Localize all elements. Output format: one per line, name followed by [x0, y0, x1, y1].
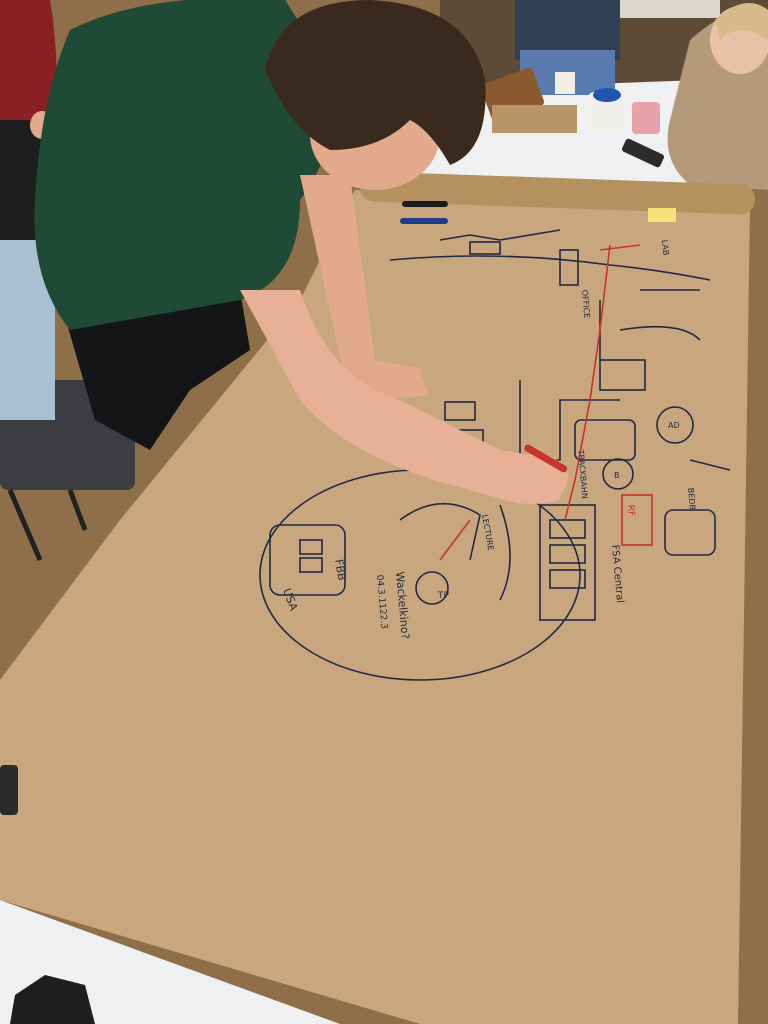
seated-woman — [621, 2, 768, 191]
sketch-text: FBB USA TRACKBAHN FSA Central LECTURE Wa… — [280, 239, 697, 640]
pink-mug — [632, 102, 660, 134]
marker-black — [402, 201, 448, 207]
drawing-man — [34, 0, 568, 504]
radiator — [620, 0, 720, 18]
kraft-paper-sheet — [0, 190, 750, 1024]
label-office: OFFICE — [580, 289, 591, 318]
man-arm-front — [240, 290, 565, 504]
marker-blue — [400, 218, 448, 224]
tin-lid — [593, 88, 621, 102]
label-tp: TP — [437, 591, 449, 601]
man-legs — [60, 290, 250, 450]
sketch-drawing — [259, 229, 731, 681]
tin-can — [588, 92, 626, 134]
label-fbb: FBB — [332, 558, 349, 581]
label-notes: Wackelkino? — [393, 571, 412, 640]
label-numbers: 04.3.1122.3 — [374, 574, 389, 629]
man-hair — [265, 0, 486, 165]
label-trackbahn: TRACKBAHN — [576, 448, 589, 499]
label-bedb: BEDB — [686, 487, 697, 510]
man-shirt — [34, 0, 332, 330]
paper-cup — [555, 72, 575, 94]
sticky-note — [648, 208, 676, 222]
label-lab: LAB — [660, 239, 670, 255]
label-ad: AD — [668, 421, 680, 430]
black-object-bottom — [10, 975, 95, 1024]
man-hand — [502, 454, 568, 502]
phone-left — [0, 765, 18, 815]
man-arm-back — [300, 175, 428, 400]
label-fsa-central: FSA Central — [609, 544, 625, 603]
sketch-red-lines — [439, 244, 653, 561]
red-marker — [524, 444, 568, 473]
label-rf: RF — [625, 504, 636, 516]
paper-bag — [492, 105, 577, 133]
paper-roll — [360, 171, 755, 215]
label-b: B — [614, 471, 620, 480]
